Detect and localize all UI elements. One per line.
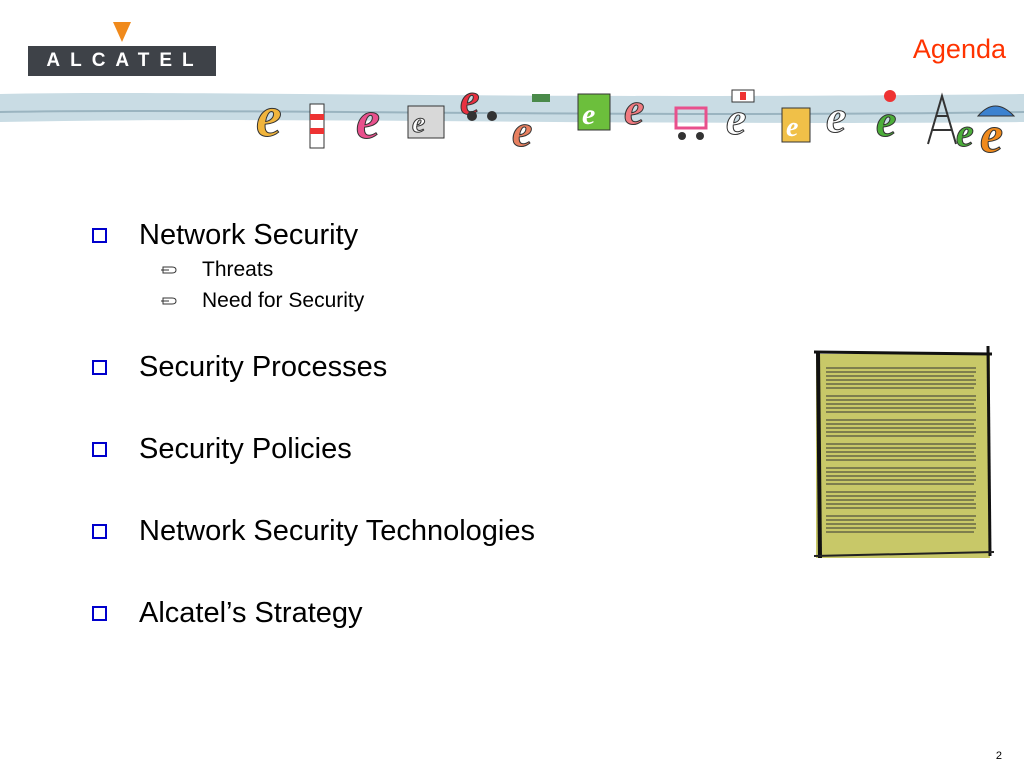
svg-text:e: e [412,106,425,139]
notepad-icon [813,345,995,559]
svg-text:e: e [876,95,896,146]
hollow-square-icon [92,228,107,243]
agenda-item: Security Policies [92,433,352,466]
pointing-hand-icon [161,266,177,274]
svg-text:e: e [956,110,974,155]
agenda-item-label: Network Security [139,219,359,251]
agenda-subitem-label: Need for Security [202,289,365,312]
svg-text:e: e [356,90,380,150]
svg-text:e: e [582,98,595,131]
agenda-subitem: Need for Security [160,289,364,313]
logo-plate: ALCATEL [28,46,216,76]
e-mascot-banner: e e e e e e e e e e e [0,86,1024,165]
agenda-item: Security Processes [92,351,387,384]
agenda-item-label: Security Processes [139,351,388,383]
svg-text:e: e [256,86,282,149]
agenda-item: Network Security Technologies [92,515,535,548]
slide-title: Agenda [912,34,1006,64]
agenda-list: Network Security Threats Need for Securi… [92,219,535,630]
agenda-subitem: Threats [160,258,273,282]
agenda-item: Alcatel’s Strategy [92,597,363,630]
alcatel-logo: ALCATEL [28,22,216,78]
agenda-item-label: Network Security Technologies [139,515,535,547]
agenda-item-label: Security Policies [139,433,352,465]
page-number: 2 [995,750,1002,762]
hollow-square-icon [92,606,107,621]
logo-triangle-icon [113,22,131,42]
svg-text:e: e [786,112,798,143]
agenda-item-label: Alcatel’s Strategy [139,597,363,629]
pointing-hand-icon [161,297,177,305]
hollow-square-icon [92,360,107,375]
svg-text:e: e [726,93,746,144]
agenda-subitem-label: Threats [202,258,274,281]
svg-text:e: e [826,91,846,142]
agenda-item: Network Security [92,219,358,252]
svg-text:e: e [624,86,644,134]
hollow-square-icon [92,442,107,457]
svg-text:e: e [512,105,532,156]
hollow-square-icon [92,524,107,539]
